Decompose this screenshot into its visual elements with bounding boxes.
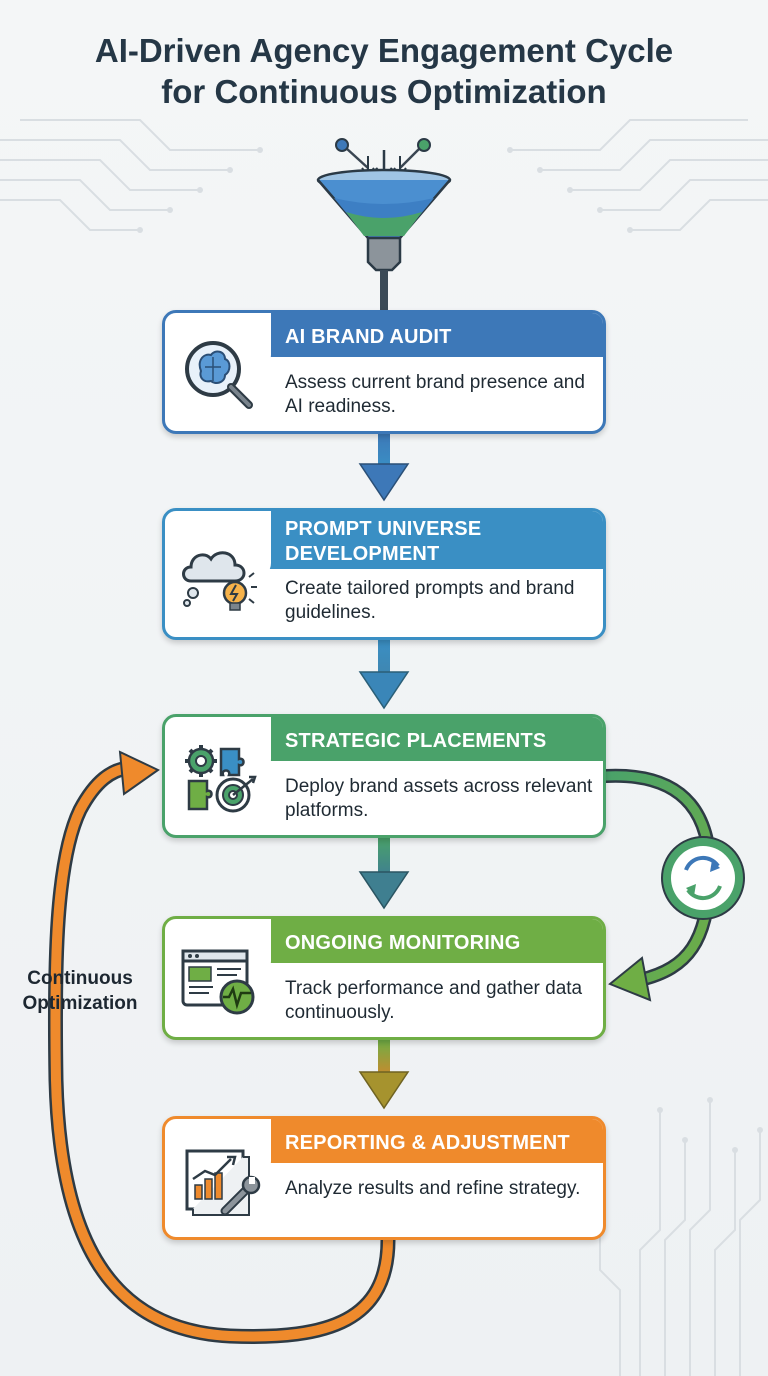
step-title: PROMPT UNIVERSE DEVELOPMENT bbox=[285, 517, 481, 567]
connector-arrow-3 bbox=[358, 838, 410, 910]
step-ongoing-monitoring: ONGOING MONITORING Track performance and… bbox=[162, 916, 606, 1040]
step-description: Analyze results and refine strategy. bbox=[285, 1178, 581, 1199]
loop-label-line-1: Continuous bbox=[27, 968, 133, 989]
loop-label-line-2: Optimization bbox=[22, 993, 138, 1014]
funnel-icon bbox=[316, 138, 452, 310]
page-title: AI-Driven Agency Engagement Cycle for Co… bbox=[0, 30, 768, 112]
brain-magnifier-icon bbox=[185, 341, 253, 409]
step-title-line-1: PROMPT UNIVERSE bbox=[285, 518, 482, 540]
step-reporting-adjustment: REPORTING & ADJUSTMENT Analyze results a… bbox=[162, 1116, 606, 1240]
title-line-2: for Continuous Optimization bbox=[161, 73, 607, 110]
cloud-lightbulb-icon bbox=[182, 551, 257, 611]
title-line-1: AI-Driven Agency Engagement Cycle bbox=[94, 32, 674, 69]
step-title-line-2: DEVELOPMENT bbox=[285, 543, 440, 565]
step-description: Create tailored prompts and brand guidel… bbox=[285, 578, 575, 623]
step-prompt-universe-development: PROMPT UNIVERSE DEVELOPMENT Create tailo… bbox=[162, 508, 606, 640]
step-title: ONGOING MONITORING bbox=[285, 932, 521, 954]
chart-wrench-icon bbox=[185, 1149, 261, 1216]
step-strategic-placements: STRATEGIC PLACEMENTS Deploy brand assets… bbox=[162, 714, 606, 838]
optimization-loop-arrow bbox=[47, 750, 396, 1344]
step-title: STRATEGIC PLACEMENTS bbox=[285, 730, 547, 752]
connector-arrow-4 bbox=[358, 1040, 410, 1110]
connector-arrow-2 bbox=[358, 640, 410, 710]
step-description: Assess current brand presence and AI rea… bbox=[285, 372, 585, 417]
step-ai-brand-audit: AI BRAND AUDIT Assess current brand pres… bbox=[162, 310, 606, 434]
step-title: REPORTING & ADJUSTMENT bbox=[285, 1132, 570, 1154]
feedback-arrow bbox=[599, 768, 745, 1002]
connector-arrow-1 bbox=[358, 432, 410, 502]
gears-puzzle-target-icon bbox=[185, 745, 257, 813]
refresh-cycle-icon bbox=[684, 855, 722, 901]
step-title: AI BRAND AUDIT bbox=[285, 326, 452, 348]
step-description: Track performance and gather data contin… bbox=[285, 978, 583, 1023]
browser-pulse-icon bbox=[181, 949, 255, 1015]
continuous-optimization-label: Continuous Optimization bbox=[4, 966, 156, 1016]
step-description: Deploy brand assets across relevant plat… bbox=[285, 776, 593, 821]
